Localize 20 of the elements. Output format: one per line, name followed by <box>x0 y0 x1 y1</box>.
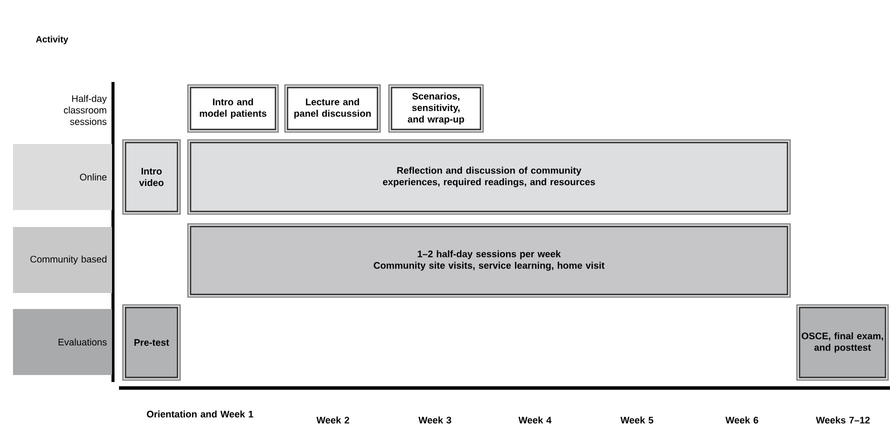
activity-box: Lecture and panel discussion <box>284 84 381 133</box>
axis-title: Activity <box>36 36 68 44</box>
week-label: Orientation and Week 1 <box>146 410 254 418</box>
activity-box: Intro and model patients <box>187 84 279 133</box>
week-label: Week 4 <box>518 416 552 424</box>
activity-box: Reflection and discussion of community experiences, required readings, and resources <box>187 139 791 215</box>
activity-box: Pre-test <box>122 304 181 381</box>
row-label: Half-day classroom sessions <box>64 95 107 125</box>
activity-box: Intro video <box>122 139 181 215</box>
week-label: Week 6 <box>725 416 758 424</box>
row-band: Evaluations <box>13 309 112 375</box>
week-label: Week 3 <box>418 416 452 424</box>
row-band: Community based <box>13 227 112 293</box>
row-band: Online <box>13 144 112 210</box>
week-label: Week 5 <box>620 416 654 424</box>
activity-box: 1–2 half-day sessions per week Community site visits, service learning, home visit <box>187 223 791 298</box>
week-label: Week 2 <box>316 416 350 424</box>
activity-box: Scenarios, sensitivity, and wrap-up <box>388 84 484 133</box>
week-label: Weeks 7–12 <box>816 416 870 424</box>
activity-box: OSCE, final exam, and posttest <box>796 304 889 381</box>
